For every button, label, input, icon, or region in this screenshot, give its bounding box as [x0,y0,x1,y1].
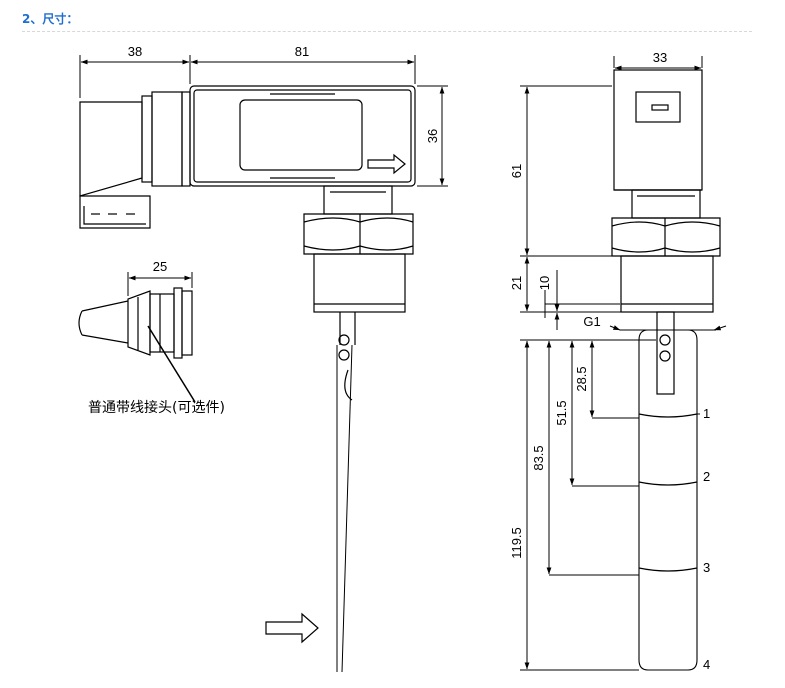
optional-cable-connector [78,287,193,359]
dim-level-4: 119.5 [509,527,524,559]
level-number-4: 4 [703,657,710,672]
dim-head-width: 33 [653,50,667,65]
front-view-body [79,85,416,673]
dim-head-height: 61 [509,164,524,178]
level-number-1: 1 [703,406,710,421]
dim-connector-width: 38 [128,44,142,59]
side-view-dimensions [520,56,727,671]
thread-label: G1 [583,314,600,329]
optional-connector-label: 普通带线接头(可选件) [88,399,225,416]
front-view-dimensions [79,55,448,296]
dim-body-height: 36 [425,129,440,143]
dim-body-width: 81 [295,44,309,59]
level-number-3: 3 [703,560,710,575]
dim-level-1: 28.5 [574,366,589,391]
optional-connector-leader [147,325,196,403]
dim-level-2: 51.5 [554,400,569,425]
dim-optional-connector-width: 25 [153,259,167,274]
level-number-2: 2 [703,469,710,484]
flow-direction-arrow-icon [265,612,319,644]
heading-divider [22,31,752,32]
dim-fitting-height: 21 [509,276,524,290]
section-heading: 2、尺寸： [22,12,79,26]
dim-level-3: 83.5 [531,445,546,470]
side-view-body [611,69,721,671]
dim-thread-length: 10 [537,276,552,290]
